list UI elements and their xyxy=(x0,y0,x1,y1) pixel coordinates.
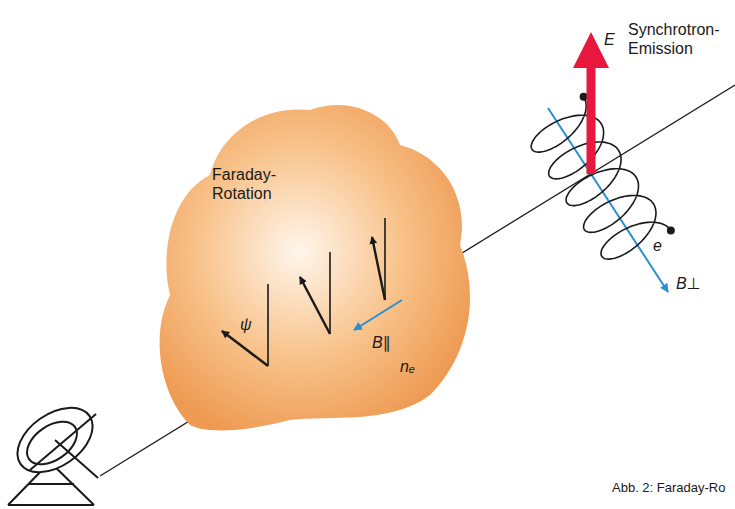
radio-telescope xyxy=(6,395,105,505)
polarization-vector xyxy=(372,237,385,300)
electron-helix xyxy=(531,93,675,259)
angle-symbol: ψ xyxy=(240,315,252,334)
plasma-cloud: Faraday- Rotation ψB∥ nₑ xyxy=(150,95,480,435)
field-symbol: E xyxy=(604,30,615,49)
reference-line xyxy=(329,252,331,334)
cloud-outline xyxy=(160,105,470,431)
field-symbol: B⊥ xyxy=(676,274,701,293)
reference-line xyxy=(384,218,386,300)
cloud-shape xyxy=(150,95,480,435)
electron-symbol: e xyxy=(653,236,662,255)
parallel-field-arrow xyxy=(354,300,402,330)
reference-line xyxy=(267,284,269,366)
electron-dot xyxy=(667,226,675,234)
e-field-vector xyxy=(587,50,596,174)
line-of-sight xyxy=(100,85,735,476)
emission-title: Synchrotron- Emission xyxy=(628,20,732,58)
density-symbol: nₑ xyxy=(400,357,415,376)
region-title: Faraday- Rotation xyxy=(212,165,302,203)
electron-dot xyxy=(580,93,588,101)
polarization-vector xyxy=(300,277,330,334)
helix-path xyxy=(531,97,671,259)
figure-caption: Abb. 2: Faraday-Ro xyxy=(612,478,725,497)
field-symbol: B∥ xyxy=(372,333,391,352)
polarization-vector xyxy=(222,331,268,366)
